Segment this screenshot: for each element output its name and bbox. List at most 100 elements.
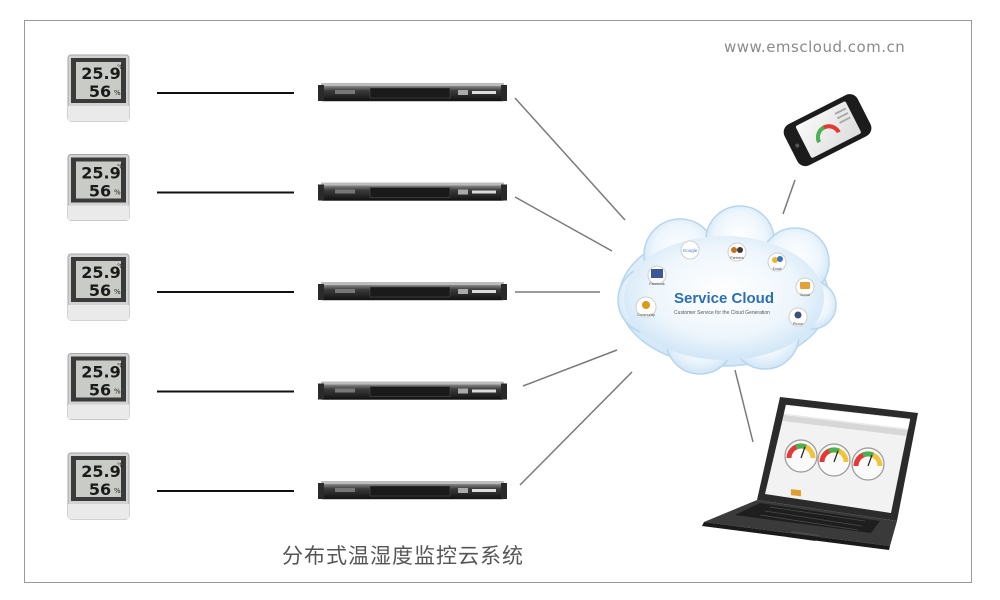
server-ear-right: [501, 483, 507, 499]
server-ear-left: [318, 184, 324, 201]
server-port: [458, 388, 468, 394]
humidity-reading: 56: [89, 480, 111, 499]
server-vent: [369, 485, 451, 497]
cloud-link-4: [522, 349, 618, 387]
app-icon-google: Google: [680, 240, 700, 260]
temperature-reading: 25.9: [81, 462, 120, 481]
cloud-links: [514, 97, 796, 486]
server-label: [472, 190, 496, 194]
server-drive-bay: [335, 388, 355, 393]
svg-text:Partners: Partners: [730, 256, 743, 260]
server-ear-right: [501, 85, 507, 101]
server-ear-left: [318, 483, 324, 499]
app-icon-facebook: Facebook: [647, 265, 667, 286]
server-label: [472, 290, 496, 293]
phone-camera: [795, 143, 800, 148]
humidity-unit: %: [114, 189, 121, 197]
svg-text:Phone: Phone: [793, 322, 803, 326]
app-icon-email: Email: [767, 252, 787, 272]
temperature-reading: 25.9: [81, 64, 120, 83]
humidity-reading: 56: [89, 82, 111, 101]
temperature-unit: ℃: [117, 263, 124, 270]
hygrometer-column: 25.9℃56%25.9℃56%25.9℃56%25.9℃56%25.9℃56%: [67, 54, 130, 520]
humidity-reading: 56: [89, 381, 111, 400]
temperature-reading: 25.9: [81, 164, 120, 183]
laptop-keyboard: [735, 503, 880, 533]
server-drive-bay: [335, 289, 355, 293]
svg-text:Community: Community: [637, 313, 655, 317]
cloud-link-1: [514, 97, 626, 221]
laptop-gauge-1: [784, 439, 818, 473]
humidity-reading: 56: [89, 281, 111, 300]
cloud-link-2: [514, 196, 613, 252]
temperature-unit: ℃: [117, 64, 124, 71]
humidity-unit: %: [114, 487, 121, 495]
server-ear-right: [501, 383, 507, 400]
hygrometer-4: 25.9℃ 56%: [67, 353, 130, 420]
server-drive-bay: [335, 189, 355, 194]
laptop-gauge-3: [851, 447, 885, 481]
humidity-unit: %: [114, 89, 121, 97]
server-2: [318, 182, 507, 201]
server-ear-left: [318, 85, 324, 101]
server-vent: [369, 87, 451, 99]
server-3: [318, 282, 507, 301]
humidity-unit: %: [114, 288, 121, 296]
app-icon-community: Community: [635, 296, 657, 318]
server-vent: [369, 187, 451, 198]
hygrometer-lcd: [76, 161, 121, 199]
laptop-gauge-2: [817, 443, 851, 477]
server-5: [318, 481, 507, 500]
temperature-unit: ℃: [117, 164, 124, 171]
diagram-caption: 分布式温湿度监控云系统: [282, 544, 524, 568]
app-icon-social: Social: [795, 277, 815, 297]
svg-text:Social: Social: [800, 293, 810, 297]
svg-text:Facebook: Facebook: [649, 282, 665, 286]
server-column: [318, 83, 507, 500]
website-url: www.emscloud.com.cn: [724, 38, 906, 56]
cloud-link-5: [519, 371, 633, 486]
smartphone: [783, 94, 872, 167]
server-ear-left: [318, 284, 324, 300]
hygrometer-2: 25.9℃ 56%: [67, 154, 130, 221]
server-label: [472, 91, 496, 94]
hygrometer-lcd: [76, 360, 121, 398]
hygrometer-5: 25.9℃ 56%: [67, 452, 130, 520]
temperature-reading: 25.9: [81, 263, 120, 282]
svg-text:Google: Google: [683, 248, 698, 253]
humidity-reading: 56: [89, 182, 111, 201]
temperature-unit: ℃: [117, 462, 124, 469]
laptop: [702, 397, 918, 550]
dashboard-logo: [791, 489, 801, 497]
cloud-title: Service Cloud: [674, 290, 774, 307]
server-vent: [369, 386, 451, 397]
server-4: [318, 381, 507, 400]
hygrometer-lcd: [76, 261, 121, 298]
server-port: [458, 289, 468, 294]
server-port: [458, 90, 468, 95]
humidity-unit: %: [114, 388, 121, 396]
app-icon-partners: Partners: [727, 242, 747, 262]
server-vent: [369, 286, 451, 298]
hygrometer-1: 25.9℃ 56%: [67, 54, 130, 122]
server-ear-right: [501, 284, 507, 300]
server-ear-left: [318, 383, 324, 400]
server-label: [472, 389, 496, 393]
server-port: [458, 488, 468, 493]
diagram-frame: [24, 20, 972, 583]
temperature-reading: 25.9: [81, 363, 120, 382]
sensor-wires: [157, 92, 294, 492]
hygrometer-3: 25.9℃ 56%: [67, 253, 130, 321]
app-icon-phone: Phone: [788, 307, 808, 327]
temperature-unit: ℃: [117, 363, 124, 370]
svg-text:Email: Email: [773, 267, 782, 271]
cloud-subtitle: Customer Service for the Cloud Generatio…: [674, 310, 770, 316]
service-cloud: Service Cloud Customer Service for the C…: [617, 205, 837, 375]
cloud-laptop-link: [734, 369, 754, 443]
server-ear-right: [501, 184, 507, 201]
hygrometer-lcd: [76, 460, 121, 497]
server-port: [458, 189, 468, 195]
server-1: [318, 83, 507, 102]
dashboard-header: [783, 404, 911, 430]
